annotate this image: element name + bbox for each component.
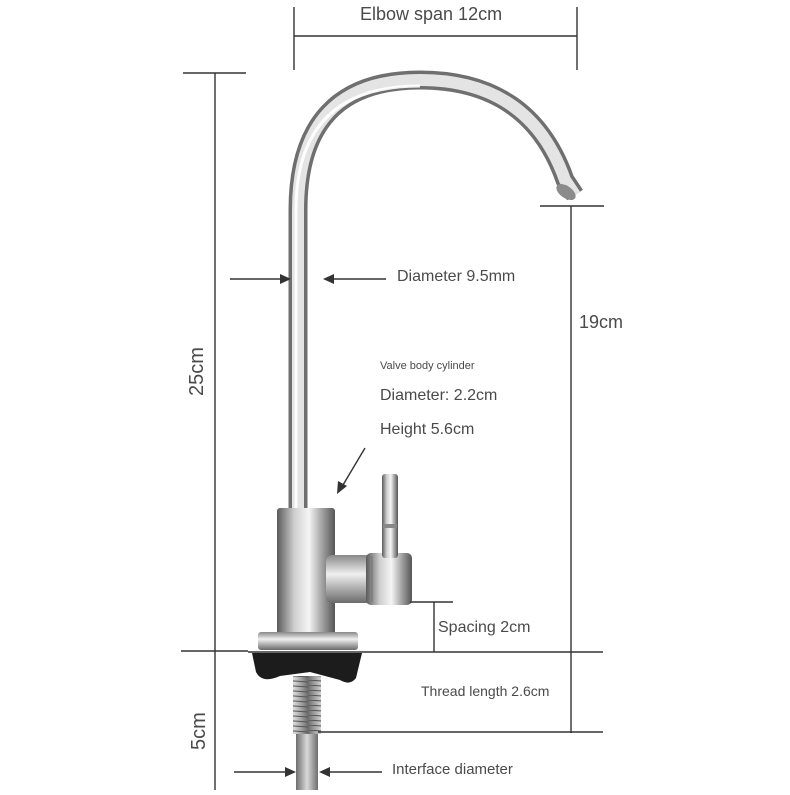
arrow-down-icon xyxy=(337,481,347,494)
arrow-left-icon xyxy=(319,767,330,777)
tube-diameter-label: Diameter 9.5mm xyxy=(397,268,516,285)
valve-body-label: Valve body cylinder xyxy=(380,360,475,372)
arrow-left-icon xyxy=(323,274,334,284)
dimension-lines xyxy=(181,7,604,790)
valve-height-label: Height 5.6cm xyxy=(380,421,475,438)
thread-length-label: Thread length 2.6cm xyxy=(421,683,550,699)
height-19-label: 19cm xyxy=(579,312,624,332)
spacing-label: Spacing 2cm xyxy=(438,619,531,636)
gooseneck-spout xyxy=(288,70,583,515)
interface-diameter-label: Interface diameter xyxy=(392,761,513,778)
threaded-rod xyxy=(293,676,321,790)
arrow-heads xyxy=(280,274,347,777)
valve-body xyxy=(277,474,412,646)
base-plate xyxy=(252,632,362,683)
arrow-right-icon xyxy=(280,274,291,284)
valve-diameter-label: Diameter: 2.2cm xyxy=(380,387,498,404)
arrow-right-icon xyxy=(285,767,296,777)
elbow-span-label: Elbow span 12cm xyxy=(360,4,503,24)
height-5-label: 5cm xyxy=(188,712,210,750)
height-25-label: 25cm xyxy=(186,347,208,396)
